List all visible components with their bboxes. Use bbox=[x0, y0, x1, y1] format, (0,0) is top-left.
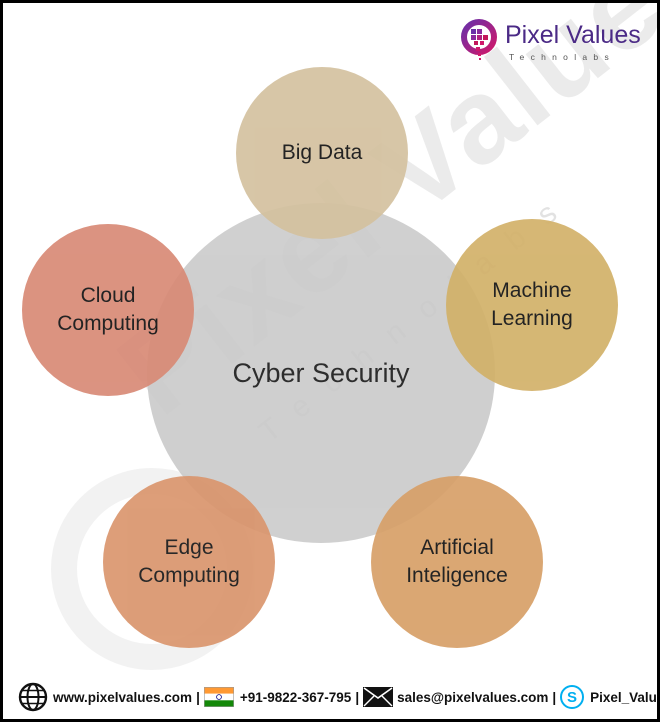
center-node-label: Cyber Security bbox=[232, 358, 410, 388]
skype-icon: S bbox=[560, 685, 585, 709]
separator: | bbox=[196, 689, 200, 705]
node-big-data: Big Data bbox=[236, 67, 408, 239]
logo-subtitle: Technolabs bbox=[509, 52, 616, 62]
node-label: Edge Computing bbox=[138, 536, 240, 587]
mail-icon bbox=[363, 687, 394, 707]
node-label: Artificial Inteligence bbox=[406, 536, 508, 587]
separator: | bbox=[355, 689, 360, 705]
logo-name: Pixel Values bbox=[505, 21, 641, 49]
node-cloud-computing: Cloud Computing bbox=[22, 224, 194, 396]
separator: | bbox=[552, 689, 557, 705]
node-label: Machine Learning bbox=[491, 279, 573, 330]
website-link[interactable]: www.pixelvalues.com bbox=[53, 689, 193, 705]
node-label: Big Data bbox=[281, 141, 363, 164]
pixel-values-logo-icon bbox=[461, 19, 497, 60]
node-label: Cloud Computing bbox=[57, 284, 159, 335]
node-edge-computing: Edge Computing bbox=[103, 476, 275, 648]
brand-logo: Pixel Values Technolabs bbox=[459, 19, 649, 71]
india-flag-icon bbox=[203, 687, 234, 707]
svg-text:S: S bbox=[567, 689, 577, 706]
skype-id[interactable]: Pixel_Values bbox=[590, 689, 657, 705]
node-machine-learning: Machine Learning bbox=[446, 219, 618, 391]
globe-icon bbox=[18, 682, 48, 712]
node-artificial-intelligence: Artificial Inteligence bbox=[371, 476, 543, 648]
contact-footer: www.pixelvalues.com | +91-9822-367-795 |… bbox=[3, 679, 657, 715]
phone-number[interactable]: +91-9822-367-795 bbox=[239, 689, 352, 705]
email-link[interactable]: sales@pixelvalues.com bbox=[397, 689, 549, 705]
